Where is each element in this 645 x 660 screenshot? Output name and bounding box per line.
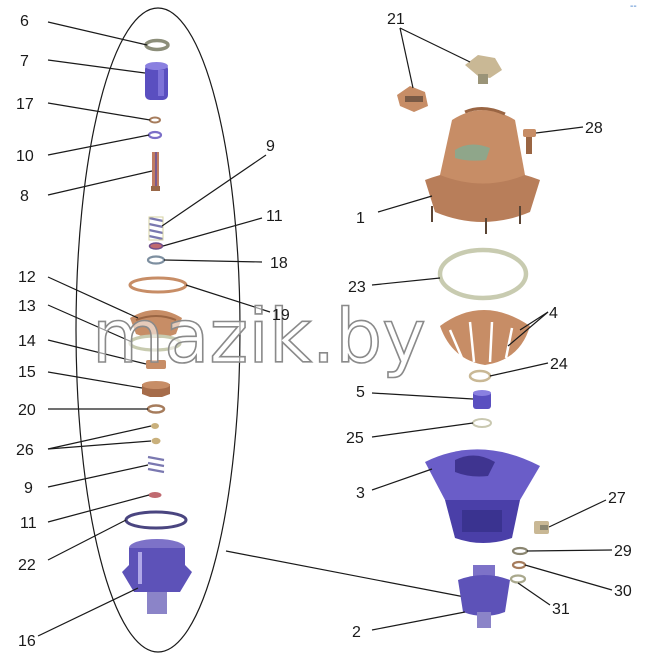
label-11-upper: 11: [266, 208, 283, 225]
label-9-upper: 9: [266, 138, 275, 155]
label-20: 20: [18, 402, 36, 419]
part-30-washer: [511, 560, 527, 570]
label-21: 21: [387, 11, 405, 28]
part-15-valve-seat: [142, 381, 170, 397]
label-4: 4: [549, 305, 558, 322]
part-24-ring: [468, 369, 492, 383]
part-3-lower-housing: [425, 449, 540, 543]
part-18-ring: [146, 255, 166, 265]
part-28-bolt: [523, 129, 536, 154]
label-8: 8: [20, 188, 29, 205]
part-22-o-ring: [124, 510, 188, 530]
label-13: 13: [18, 298, 36, 315]
part-9-spring-upper: [148, 216, 164, 241]
part-26-balls: [151, 423, 161, 445]
label-23: 23: [348, 279, 366, 296]
part-11-washer-lower: [148, 492, 162, 498]
part-14-nut: [146, 360, 166, 369]
label-31: 31: [552, 601, 570, 618]
part-10-washer: [147, 130, 163, 140]
part-31-washer: [509, 574, 527, 584]
part-21-knobs: [397, 55, 502, 112]
part-2-valve: [458, 565, 510, 628]
ellipse-connector-line: [225, 550, 471, 599]
label-16: 16: [18, 633, 36, 650]
label-29: 29: [614, 543, 632, 560]
part-9-spring-lower: [147, 455, 165, 474]
label-26: 26: [16, 442, 34, 459]
part-labels: 6 7 17 10 8 9 11 18 12 19 13 14 15 20 26…: [16, 11, 632, 650]
label-2: 2: [352, 624, 361, 641]
label-28: 28: [585, 120, 603, 137]
part-8-plunger-rod: [151, 152, 160, 191]
label-5: 5: [356, 384, 365, 401]
part-27-plug: [534, 521, 549, 534]
part-17-small-washer: [149, 116, 161, 124]
label-25: 25: [346, 430, 364, 447]
leader-lines: [37, 21, 613, 637]
label-19: 19: [272, 307, 290, 324]
part-25-ring: [472, 418, 492, 428]
label-30: 30: [614, 583, 632, 600]
part-12-diaphragm: [130, 310, 182, 338]
part-11-washer-upper: [148, 242, 164, 250]
label-7: 7: [20, 53, 29, 70]
part-4-diaphragm: [440, 310, 530, 365]
label-14: 14: [18, 333, 36, 350]
label-15: 15: [18, 364, 36, 381]
label-10: 10: [16, 148, 34, 165]
part-20-washer: [146, 404, 166, 414]
label-24: 24: [550, 356, 568, 373]
label-18: 18: [270, 255, 288, 272]
part-13-ring: [128, 334, 182, 352]
label-27: 27: [608, 490, 626, 507]
corner-mark: --: [630, 1, 637, 12]
part-29-washer: [511, 546, 529, 556]
label-9-lower: 9: [24, 480, 33, 497]
label-1: 1: [356, 210, 365, 227]
watermark: mazik.by: [92, 294, 426, 380]
label-6: 6: [20, 13, 29, 30]
part-1-top-cover: [425, 107, 540, 234]
label-11-lower: 11: [20, 515, 37, 532]
label-12: 12: [18, 269, 36, 286]
part-5-cap: [473, 390, 491, 409]
part-19-o-ring: [128, 276, 188, 294]
label-22: 22: [18, 557, 36, 574]
part-6-seal-ring: [144, 38, 170, 52]
label-3: 3: [356, 485, 365, 502]
part-23-large-ring: [437, 247, 529, 301]
grouping-ellipse: [75, 7, 241, 653]
part-7-bushing: [145, 62, 168, 100]
label-17: 17: [16, 96, 34, 113]
part-16-valve-body: [122, 539, 192, 614]
